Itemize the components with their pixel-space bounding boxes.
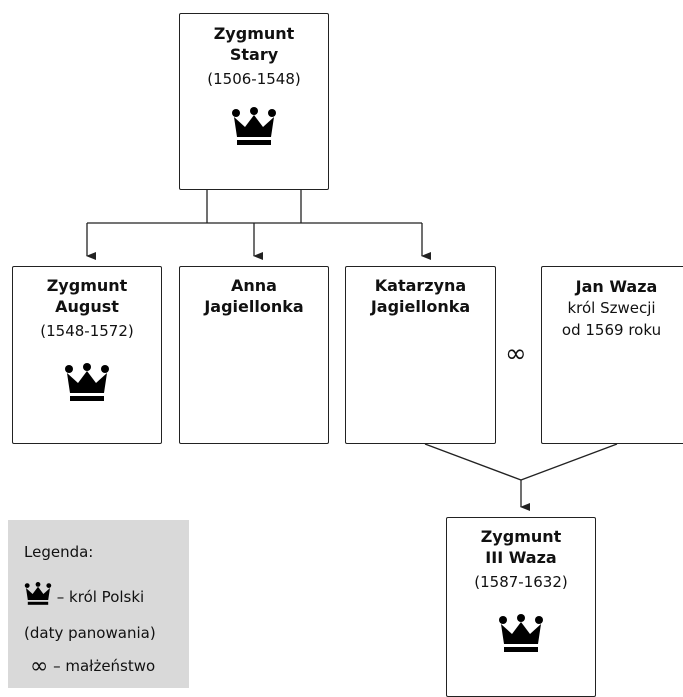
infinity-icon: ∞	[30, 654, 49, 679]
connector-line	[520, 443, 618, 481]
person-box-katarzyna-jagiellonka: Katarzyna Jagiellonka	[345, 266, 496, 444]
person-name-line: Zygmunt	[480, 527, 562, 546]
person-description-line: król Szwecji	[567, 299, 656, 317]
person-name-line: III Waza	[485, 548, 557, 567]
legend-crown-text: – król Polski	[56, 588, 145, 606]
reign-years: (1587-1632)	[474, 573, 568, 591]
person-name-line: Katarzyna	[374, 276, 467, 295]
connector-line	[424, 443, 522, 481]
reign-years: (1506-1548)	[207, 70, 301, 88]
crown-icon	[65, 363, 109, 401]
person-name-line: Jan Waza	[575, 277, 658, 296]
person-description-line: od 1569 roku	[561, 321, 662, 339]
person-name-line: Stary	[229, 45, 279, 64]
person-name-line: Zygmunt	[46, 276, 128, 295]
person-box-zygmunt-august: Zygmunt August (1548-1572)	[12, 266, 162, 444]
legend-marriage-row: ∞ – małżeństwo	[30, 654, 155, 679]
infinity-icon: ∞	[505, 339, 527, 369]
person-box-zygmunt-stary: Zygmunt Stary (1506-1548)	[179, 13, 329, 190]
crown-icon	[499, 614, 543, 652]
legend-title: Legenda:	[24, 543, 94, 561]
person-name-line: Jagiellonka	[370, 297, 471, 316]
reign-years: (1548-1572)	[40, 322, 134, 340]
person-box-jan-waza: Jan Waza król Szwecji od 1569 roku	[541, 266, 683, 444]
person-box-zygmunt-iii-waza: Zygmunt III Waza (1587-1632)	[446, 517, 596, 697]
legend: Legenda: – król Polski (daty panowania) …	[8, 520, 189, 688]
crown-icon	[24, 582, 52, 605]
person-box-anna-jagiellonka: Anna Jagiellonka	[179, 266, 329, 444]
person-name-line: August	[55, 297, 119, 316]
legend-crown-row: – król Polski	[24, 582, 144, 606]
person-name-line: Jagiellonka	[204, 297, 304, 316]
legend-marriage-text: – małżeństwo	[53, 657, 156, 675]
person-name-line: Anna	[231, 276, 277, 295]
person-name-line: Zygmunt	[213, 24, 295, 43]
crown-icon	[232, 107, 276, 145]
legend-crown-note: (daty panowania)	[24, 624, 156, 642]
